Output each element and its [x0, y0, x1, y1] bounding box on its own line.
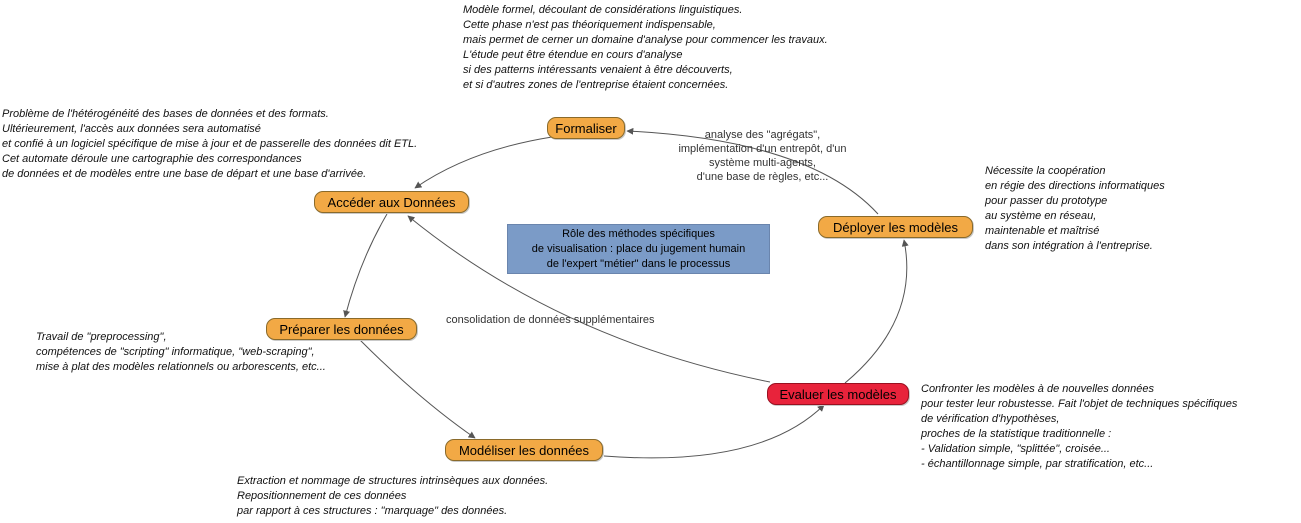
edge-evaluer-acceder [407, 215, 771, 383]
node-evaluer[interactable]: Evaluer les modèles [767, 383, 909, 405]
note-acceder: Problème de l'hétérogénéité des bases de… [2, 108, 418, 180]
note-modeliser: Extraction et nommage de structures intr… [237, 475, 549, 517]
node-acceder[interactable]: Accéder aux Données [314, 191, 469, 213]
edge-formaliser-acceder [414, 136, 553, 189]
edge-deployer-formaliser [626, 127, 879, 215]
edge-evaluer-deployer [844, 239, 909, 384]
node-formaliser[interactable]: Formaliser [547, 117, 625, 139]
edge-label-deploy-formaliser: analyse des "agrégats", implémentation d… [678, 129, 847, 183]
edge-preparer-modeliser [359, 339, 476, 439]
note-deployer: Nécessite la coopération en régie des di… [985, 165, 1165, 252]
node-preparer[interactable]: Préparer les données [266, 318, 417, 340]
edge-label-evaluer-acceder: consolidation de données supplémentaires [446, 314, 655, 326]
center-box: Rôle des méthodes spécifiques de visuali… [507, 224, 770, 274]
note-evaluer: Confronter les modèles à de nouvelles do… [921, 383, 1238, 470]
edge-acceder-preparer [343, 213, 388, 318]
note-formaliser: Modèle formel, découlant de considératio… [463, 4, 828, 91]
edge-modeliser-evaluer [603, 404, 825, 459]
node-deployer[interactable]: Déployer les modèles [818, 216, 973, 238]
node-modeliser[interactable]: Modéliser les données [445, 439, 603, 461]
note-preparer: Travail de "preprocessing", compétences … [36, 331, 326, 373]
